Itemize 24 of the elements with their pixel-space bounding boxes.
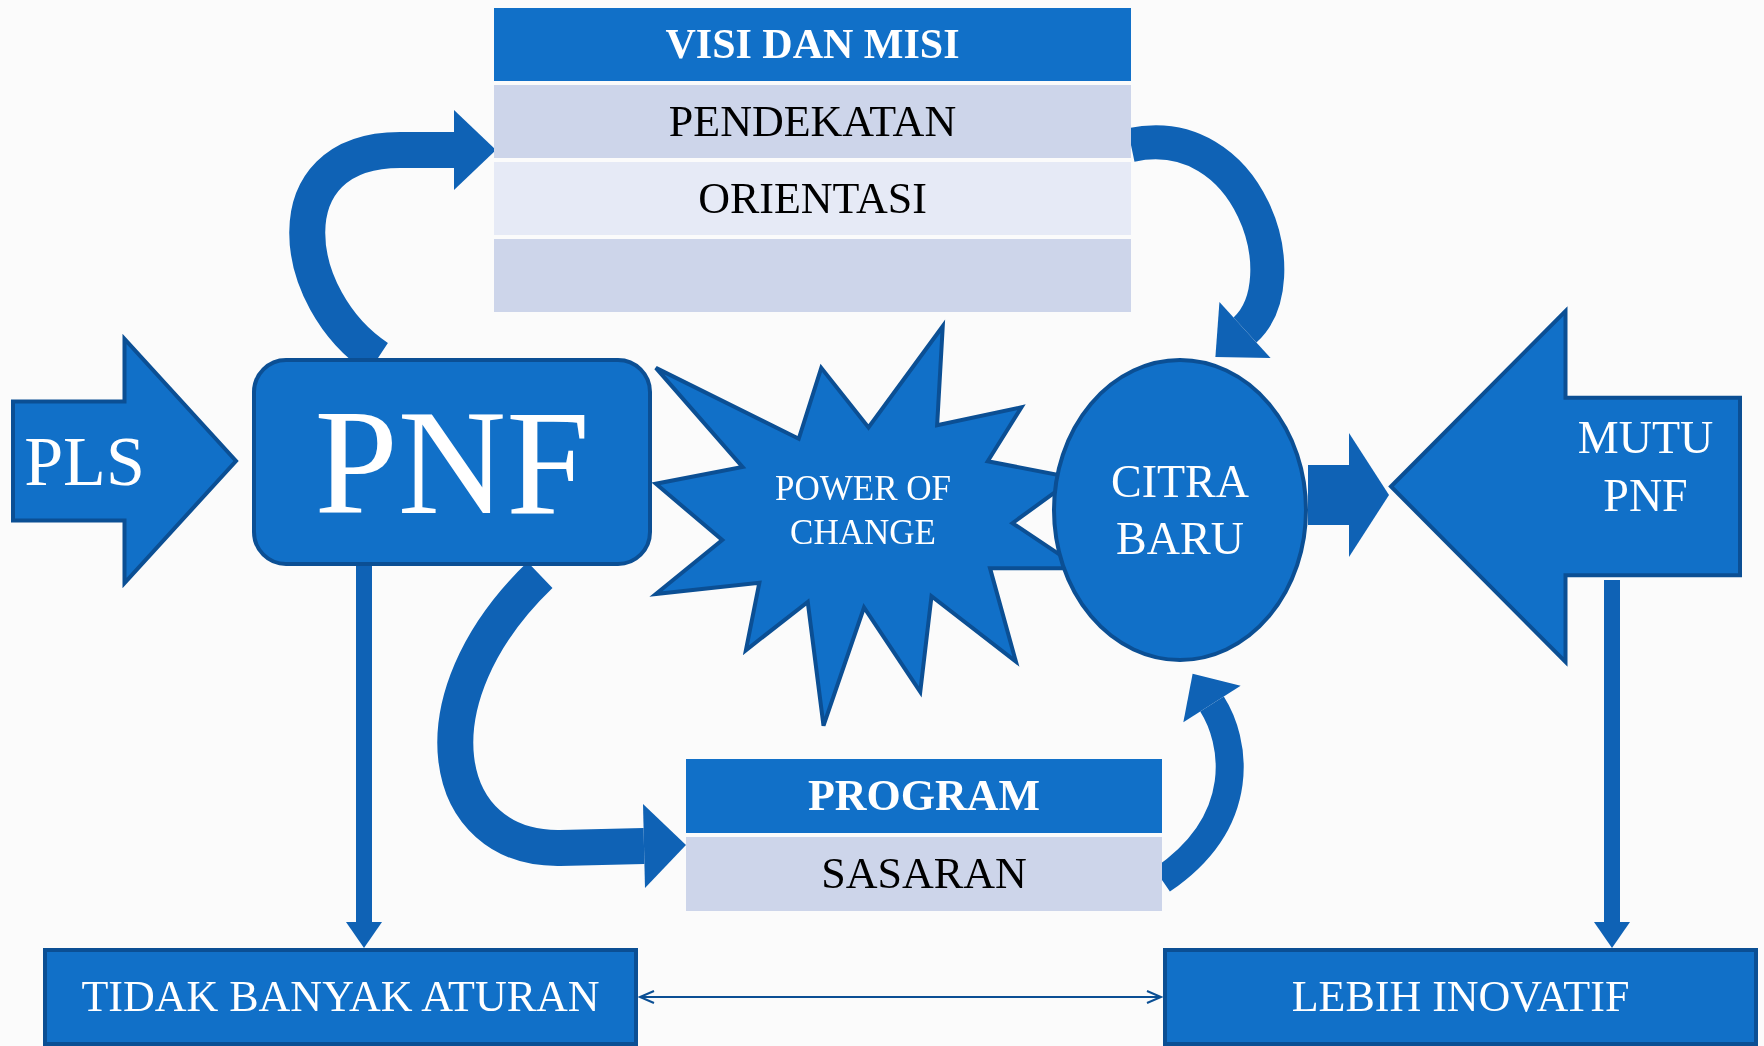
table-row <box>686 837 1162 911</box>
block-arrow <box>1308 433 1389 557</box>
node-label: MUTU PNF <box>1576 411 1715 523</box>
node-label: PENDEKATAN <box>668 95 957 148</box>
node-label: CITRA BARU <box>1110 454 1250 566</box>
table-row <box>494 85 1131 158</box>
double-arrow <box>639 990 1162 1004</box>
process-box <box>1163 948 1758 1046</box>
node-label: PNF <box>314 387 590 537</box>
node-label: PLS <box>24 421 145 502</box>
block-arrow <box>346 566 382 948</box>
process-box <box>43 948 638 1046</box>
node-label: SASARAN <box>821 848 1027 900</box>
node-label: ORIENTASI <box>698 172 927 225</box>
node-label: POWER OF CHANGE <box>774 468 952 554</box>
block-arrow <box>1594 580 1630 948</box>
node-label: VISI DAN MISI <box>665 20 960 69</box>
table-header <box>494 8 1131 81</box>
table-header <box>686 759 1162 833</box>
node-label: LEBIH INOVATIF <box>1291 971 1630 1023</box>
table-row <box>494 239 1131 312</box>
node-label: PROGRAM <box>807 770 1041 822</box>
node-label: TIDAK BANYAK ATURAN <box>81 971 600 1023</box>
rounded-box <box>252 358 652 566</box>
